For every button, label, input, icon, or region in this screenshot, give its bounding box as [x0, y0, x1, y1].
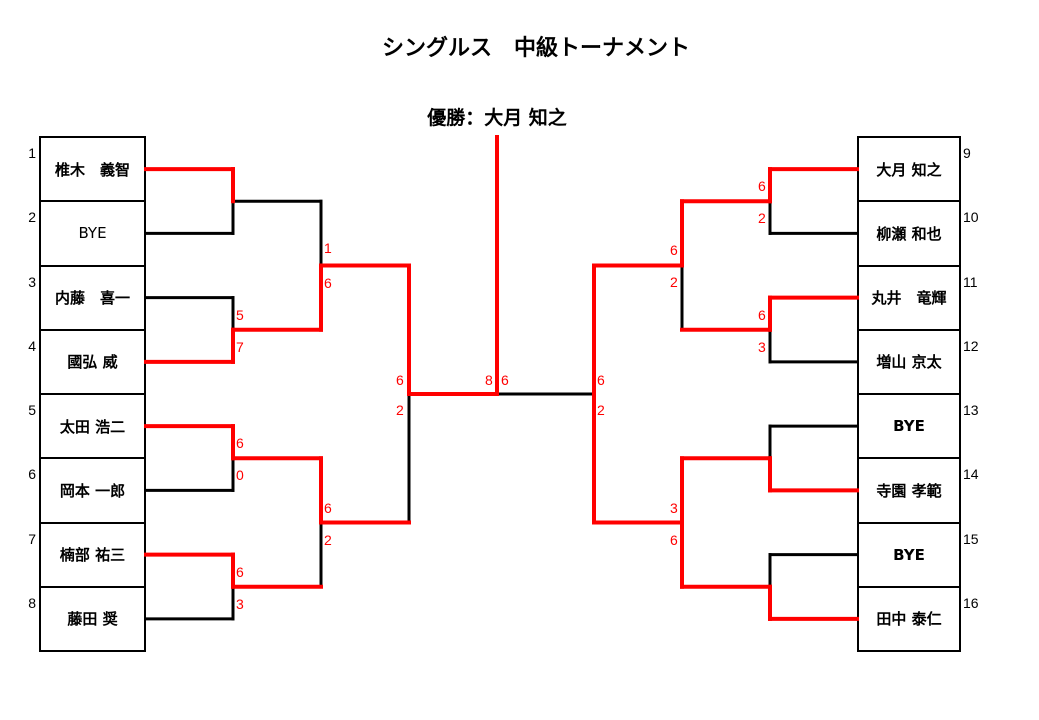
player-name: 楠部 祐三	[59, 546, 126, 565]
player-name: 田中 泰仁	[876, 610, 942, 629]
entry-number: 13	[963, 402, 979, 418]
score-label: 7	[236, 339, 244, 355]
champion-label: 優勝：大月 知之	[427, 107, 567, 129]
entry-number: 10	[963, 209, 979, 226]
entry-number: 4	[28, 337, 36, 354]
entry-number: 12	[963, 337, 979, 354]
score-label: 6	[236, 564, 244, 580]
player-cell: BYE	[39, 200, 146, 267]
score-label: 6	[236, 435, 244, 451]
player-name: BYE	[893, 545, 925, 564]
player-name: 國弘 威	[67, 353, 118, 372]
score-label: 6	[396, 372, 404, 388]
score-label: 3	[236, 596, 244, 612]
entry-number: 8	[28, 594, 36, 611]
score-label: 6	[758, 307, 766, 323]
score-label: 6	[597, 372, 605, 388]
player-cell: 藤田 奨	[39, 585, 146, 652]
player-name: 岡本 一郎	[59, 481, 126, 500]
player-cell: 太田 浩二	[39, 393, 146, 460]
entry-number: 2	[28, 209, 36, 226]
score-label: 6	[758, 178, 766, 194]
entry-number: 14	[963, 466, 979, 483]
page-title: シングルス 中級トーナメント	[381, 36, 690, 61]
score-label: 2	[597, 402, 605, 418]
score-label: 1	[324, 240, 332, 256]
entry-number: 5	[28, 402, 36, 418]
player-name: 太田 浩二	[59, 417, 126, 436]
entry-number: 3	[28, 273, 36, 290]
entry-number: 6	[28, 466, 36, 483]
player-name: BYE	[78, 224, 107, 243]
score-label: 6	[670, 532, 678, 548]
score-label: 3	[758, 339, 766, 355]
player-cell: 大月 知之	[857, 136, 961, 203]
final-score-right: 6	[501, 372, 509, 388]
score-label: 2	[670, 274, 678, 290]
score-label: 3	[670, 500, 678, 516]
score-label: 5	[236, 307, 244, 323]
final-score-left: 8	[485, 372, 493, 388]
score-label: 0	[236, 467, 244, 483]
player-cell: 寺園 孝範	[857, 457, 961, 524]
player-cell: 田中 泰仁	[857, 585, 961, 652]
entry-number: 16	[963, 594, 979, 611]
player-name: BYE	[893, 417, 925, 436]
player-name: 椎木 義智	[54, 160, 130, 179]
score-label: 2	[396, 402, 404, 418]
player-name: 丸井 竜輝	[871, 289, 947, 308]
score-label: 6	[324, 275, 332, 291]
score-label: 6	[670, 242, 678, 258]
player-name: 増山 京太	[876, 353, 942, 372]
entry-number: 9	[963, 145, 971, 161]
score-label: 2	[758, 210, 766, 226]
score-label: 2	[324, 532, 332, 548]
entry-number: 11	[963, 273, 978, 290]
player-name: 内藤 喜一	[54, 289, 130, 308]
entry-number: 1	[28, 145, 36, 161]
entry-number: 15	[963, 530, 979, 547]
player-name: 柳瀬 和也	[876, 224, 942, 243]
player-name: 寺園 孝範	[876, 481, 942, 500]
entry-number: 7	[28, 530, 36, 547]
player-cell: 柳瀬 和也	[857, 200, 961, 267]
score-label: 6	[324, 500, 332, 516]
player-name: 藤田 奨	[67, 610, 118, 629]
player-name: 大月 知之	[876, 160, 942, 179]
